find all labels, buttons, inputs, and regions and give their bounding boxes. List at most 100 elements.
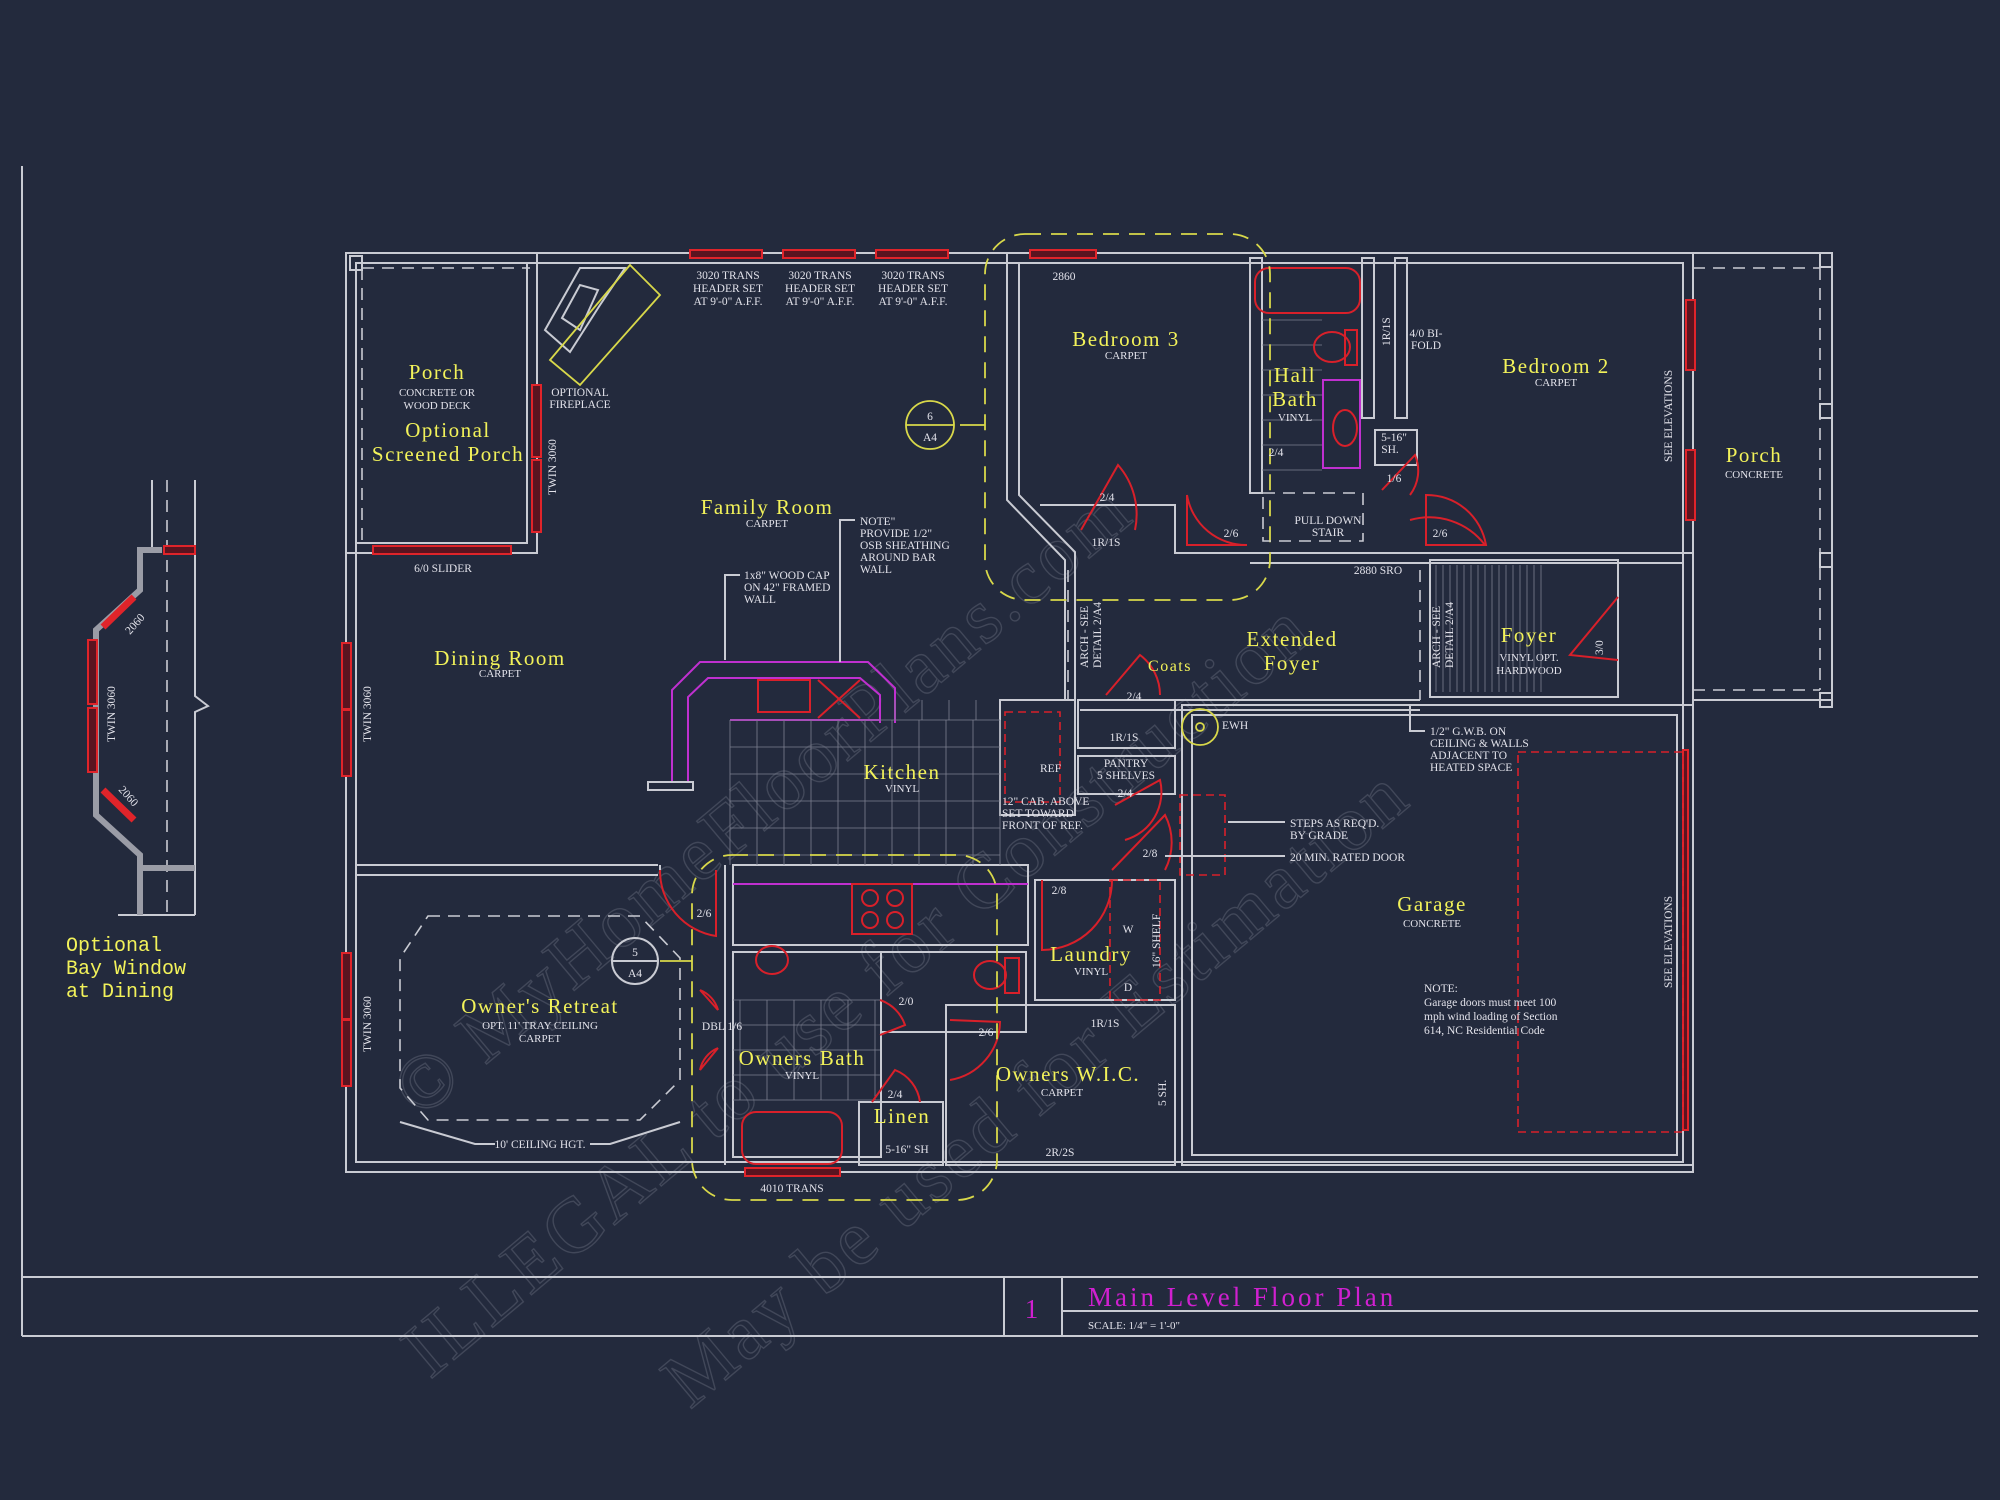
door-swing	[658, 869, 717, 938]
annotations: 3020 TRANS HEADER SET AT 9'-0" A.F.F. 30…	[362, 270, 1675, 1195]
drawing-label: W	[1123, 924, 1134, 936]
room-label-kitchen: Kitchen	[864, 760, 941, 784]
drawing-label: WOOD DECK	[404, 400, 471, 412]
drawing-line	[349, 255, 363, 271]
drawing-label: HEADER SET	[785, 283, 855, 295]
drawing-line	[560, 283, 600, 332]
drawing-line	[1040, 504, 1250, 554]
drawing-label: HEADER SET	[878, 283, 948, 295]
drawing-line	[548, 263, 662, 387]
drawing-label: DETAIL 2/A4	[1444, 602, 1456, 668]
room-label-porch-right: Porch	[1726, 443, 1783, 467]
optional-screened-porch-label: Optional	[405, 418, 491, 442]
drawing-label: HEATED SPACE	[1430, 762, 1512, 774]
drawing-label: ARCH - SEE	[1079, 606, 1091, 668]
drawing-label: VINYL	[1278, 412, 1312, 424]
drawing-line	[817, 679, 861, 719]
bay-window-title: Bay Window	[66, 958, 186, 981]
drawing-line	[1195, 722, 1205, 732]
refrigerator	[1004, 711, 1061, 803]
drawing-line	[1034, 879, 1176, 1001]
window	[1029, 249, 1097, 259]
drawing-label: AT 9'-0" A.F.F.	[786, 296, 855, 308]
drawing-label: 5 SHELVES	[1097, 770, 1155, 782]
drawing-line	[858, 1101, 944, 1166]
steps-note: STEPS AS REQ'D.	[1290, 818, 1379, 830]
drawing-line	[1262, 492, 1364, 542]
sink-icon	[1332, 409, 1358, 447]
drawing-line	[839, 519, 855, 662]
drawing-label: 2/6	[697, 908, 712, 920]
sink-icon	[755, 945, 789, 975]
door-swing	[949, 1019, 1002, 1081]
drawing-line	[1077, 755, 1176, 795]
door-swing	[1186, 494, 1248, 547]
room-label-porch: Porch	[409, 360, 466, 384]
door-swing	[1381, 453, 1420, 496]
drawing-label: Bath	[1272, 387, 1318, 411]
drawing-line	[1819, 403, 1833, 419]
drawing-line	[880, 951, 1027, 1033]
drawing-line	[194, 480, 210, 915]
drawing-label: CARPET	[479, 668, 521, 680]
title-block: 1 Main Level Floor Plan SCALE: 1/4" = 1'…	[22, 1276, 1978, 1337]
drawing-line	[399, 1121, 495, 1145]
drawing-label: CEILING & WALLS	[1430, 738, 1529, 750]
drawing-line	[724, 574, 740, 660]
drawing-line	[1374, 429, 1418, 466]
drawing-label: 1R/1S	[1092, 537, 1121, 549]
window	[1685, 449, 1696, 521]
door-swing	[1111, 813, 1173, 871]
room-label-extended-foyer: Extended	[1246, 627, 1337, 651]
drawing-label: TWIN 3060	[362, 996, 374, 1052]
bay-window-size-label: 2060	[123, 612, 147, 637]
drawing-label: 2/6	[979, 1027, 994, 1039]
drawing-label: DBL 1/6	[702, 1021, 742, 1033]
drawing-label: 6/0 SLIDER	[414, 563, 472, 575]
drawing-line	[1006, 253, 1066, 700]
drawing-line	[543, 267, 627, 354]
drawing-label: FOLD	[1411, 340, 1441, 352]
toilet-icon	[973, 960, 1007, 990]
drawing-label: A4	[923, 432, 937, 444]
drawing-line	[671, 661, 896, 782]
water-heater-icon	[1181, 708, 1219, 746]
washer-dryer	[1109, 879, 1161, 1001]
drawing-label: 6	[927, 411, 933, 423]
drawing-label: AROUND BAR	[860, 552, 936, 564]
drawing-label: CARPET	[1041, 1087, 1083, 1099]
window	[875, 249, 949, 259]
drawing-number: 1	[1025, 1294, 1042, 1324]
drawing-label: SET TOWARD	[1002, 808, 1074, 820]
drawing-label: 5-16"	[1381, 432, 1407, 444]
drawing-label: FIREPLACE	[549, 399, 610, 411]
drawing-label: 2860	[1053, 271, 1076, 283]
door-swing	[879, 999, 907, 1036]
drawing-label: D	[1124, 982, 1132, 994]
drawing-label: 1/6	[1387, 473, 1402, 485]
window	[341, 642, 352, 710]
drawing-line	[945, 1004, 1176, 1166]
room-label-owners-retreat: Owner's Retreat	[461, 994, 618, 1018]
drawing-label: CARPET	[519, 1033, 561, 1045]
window	[782, 249, 856, 259]
bay-window-title: Optional	[66, 935, 162, 958]
drawing-label: 4010 TRANS	[760, 1183, 823, 1195]
window	[341, 709, 352, 777]
window	[531, 459, 542, 533]
drawing-line	[691, 854, 998, 1201]
drawing-scale: SCALE: 1/4" = 1'-0"	[1088, 1320, 1180, 1332]
drawing-line	[93, 547, 162, 915]
drawing-label: SEE ELEVATIONS	[1663, 896, 1675, 988]
window	[341, 952, 352, 1020]
drawing-line	[1409, 705, 1425, 732]
drawing-title: Main Level Floor Plan	[1088, 1282, 1396, 1312]
drawing-label: Garage doors must meet 100	[1424, 997, 1556, 1009]
drawing-label: PULL DOWN	[1295, 515, 1363, 527]
gwb-note: 1/2" G.W.B. ON	[1430, 726, 1507, 738]
drawing-label: 2880 SRO	[1354, 565, 1402, 577]
drawing-label: Foyer	[1264, 651, 1321, 675]
drawing-line	[732, 864, 1029, 946]
room-label-coats: Coats	[1148, 658, 1192, 675]
